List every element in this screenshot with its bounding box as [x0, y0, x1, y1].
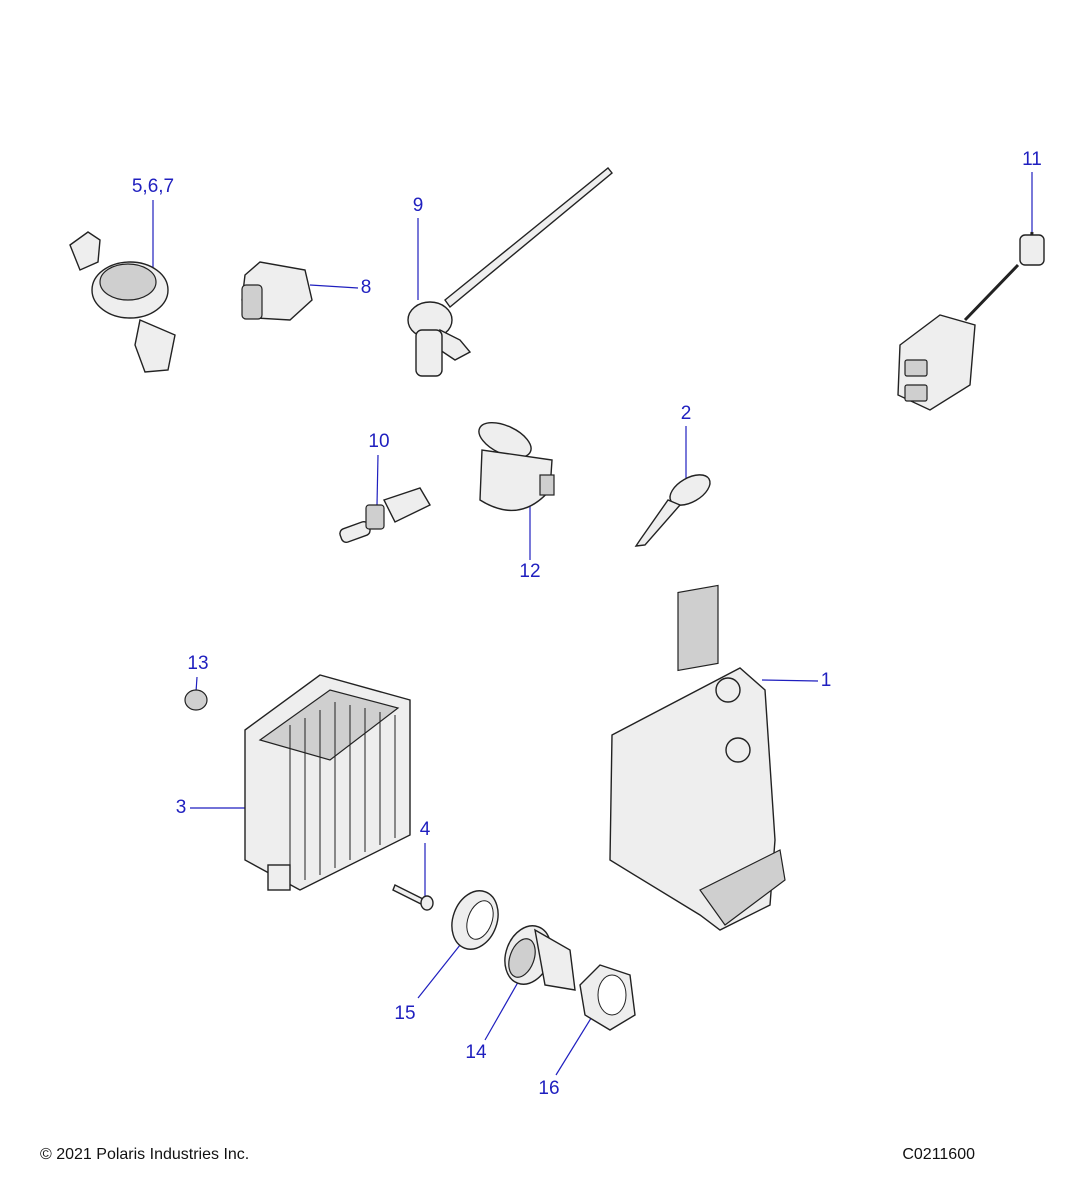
callout-16: 16 — [538, 1078, 560, 1099]
part-locking-ring — [451, 890, 499, 950]
part-connector-body — [504, 925, 576, 991]
part-ecu — [609, 584, 786, 931]
callout-10: 10 — [368, 431, 390, 452]
part-ignition-switch — [69, 231, 176, 373]
diagram-code: C0211600 — [902, 1146, 975, 1163]
part-voltage-regulator — [244, 674, 411, 891]
callout-13: 13 — [187, 653, 209, 674]
copyright-text: © 2021 Polaris Industries Inc. — [40, 1146, 250, 1163]
callout-11: 11 — [1022, 149, 1042, 170]
part-map-sensor — [241, 261, 313, 321]
part-grommet — [184, 689, 208, 711]
part-sensor-2 — [634, 474, 711, 547]
callout-2: 2 — [680, 403, 692, 424]
callout-14: 14 — [465, 1042, 487, 1063]
part-usb-port — [897, 231, 1045, 411]
callout-3: 3 — [175, 797, 187, 818]
part-hex-nut — [579, 964, 636, 1031]
part-relay — [478, 421, 555, 512]
callout-12: 12 — [519, 561, 541, 582]
part-temperature-sensor — [339, 487, 431, 543]
callout-9: 9 — [412, 195, 424, 216]
callout-4: 4 — [419, 819, 431, 840]
callout-15: 15 — [394, 1003, 416, 1024]
part-speed-sensor — [407, 167, 613, 377]
part-bolt — [392, 884, 434, 911]
callout-8: 8 — [360, 277, 372, 298]
callout-1: 1 — [820, 670, 832, 691]
callout-5-6-7: 5,6,7 — [131, 176, 175, 197]
